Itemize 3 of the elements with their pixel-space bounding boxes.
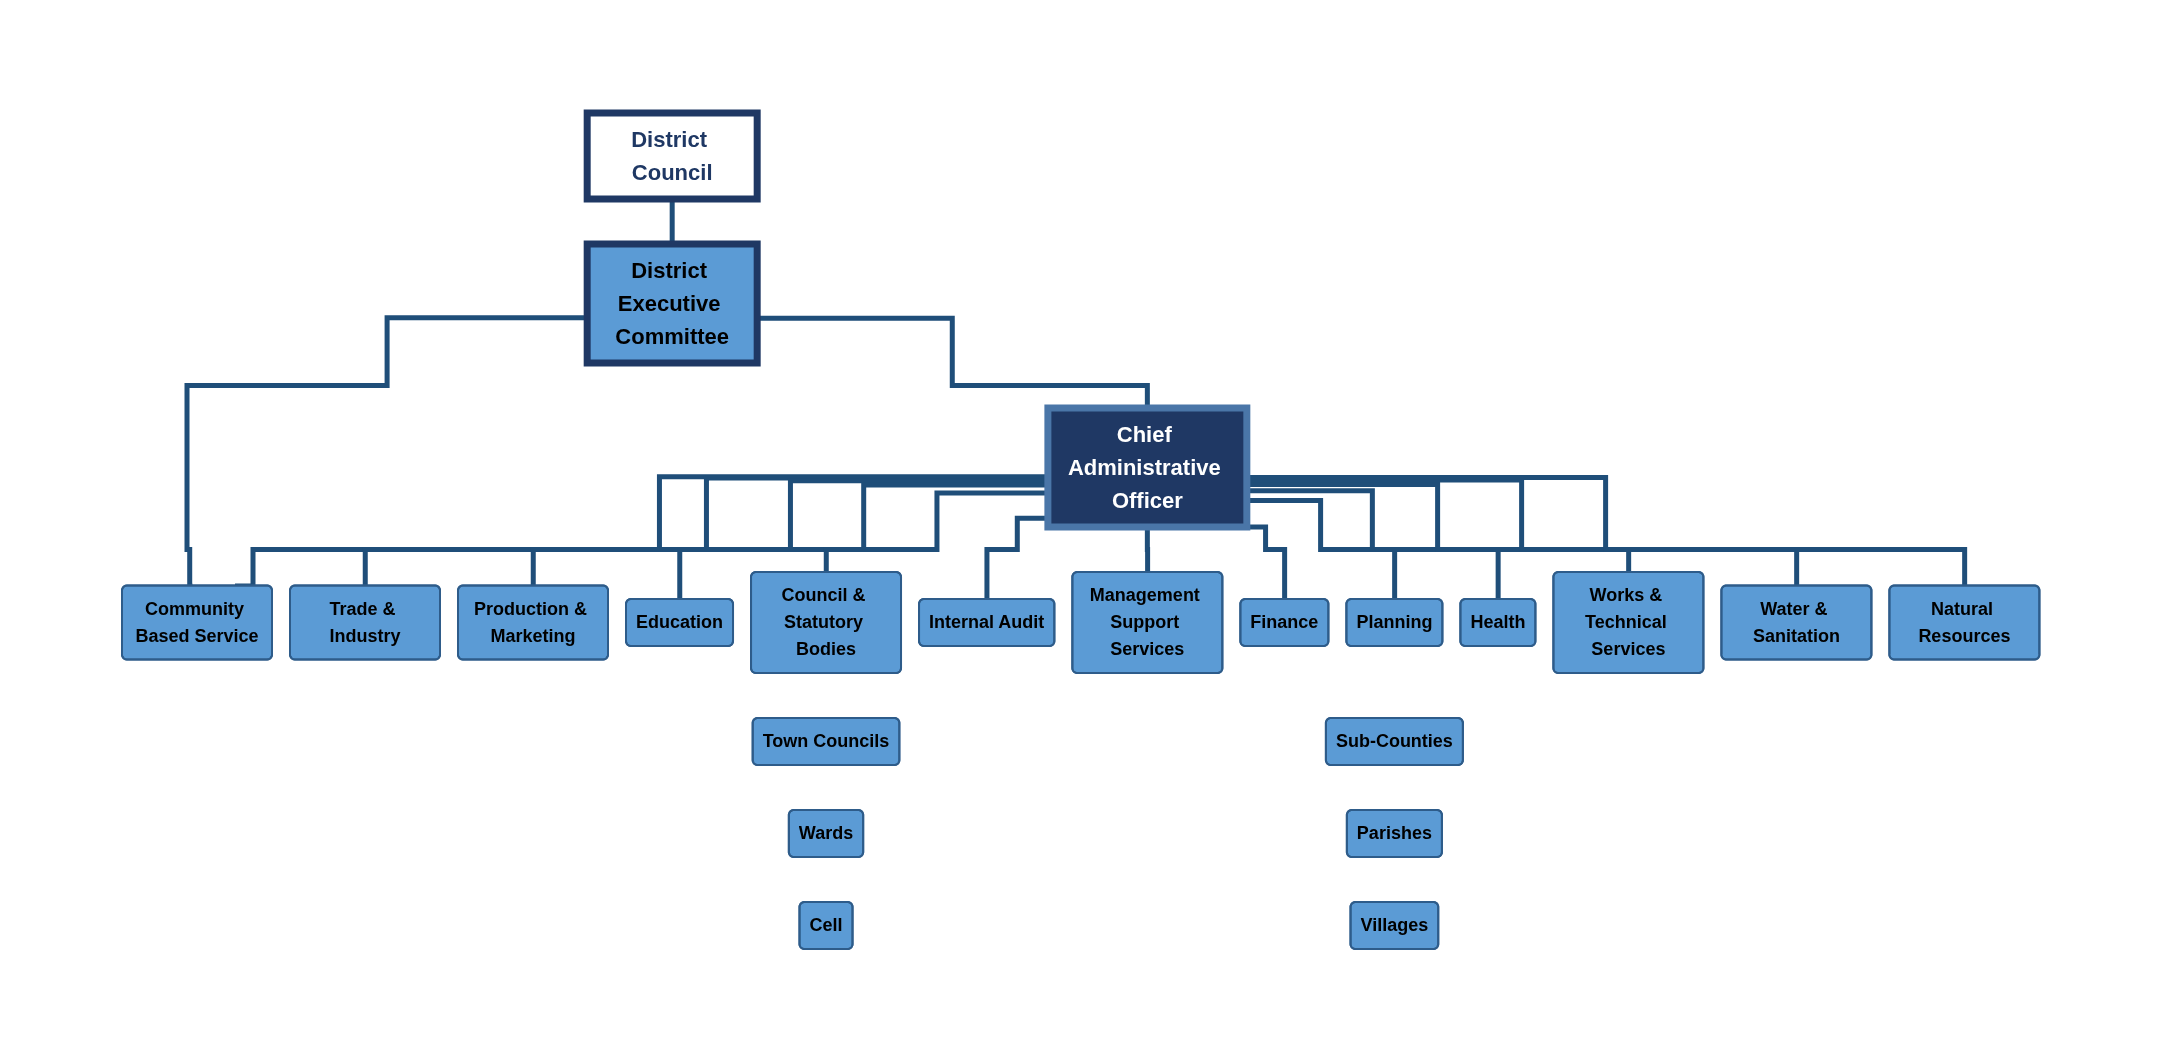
node-box: District Executive Committee (583, 240, 761, 367)
node-box: Chief Administrative Officer (1044, 404, 1251, 531)
node-box: District Council (583, 109, 761, 203)
